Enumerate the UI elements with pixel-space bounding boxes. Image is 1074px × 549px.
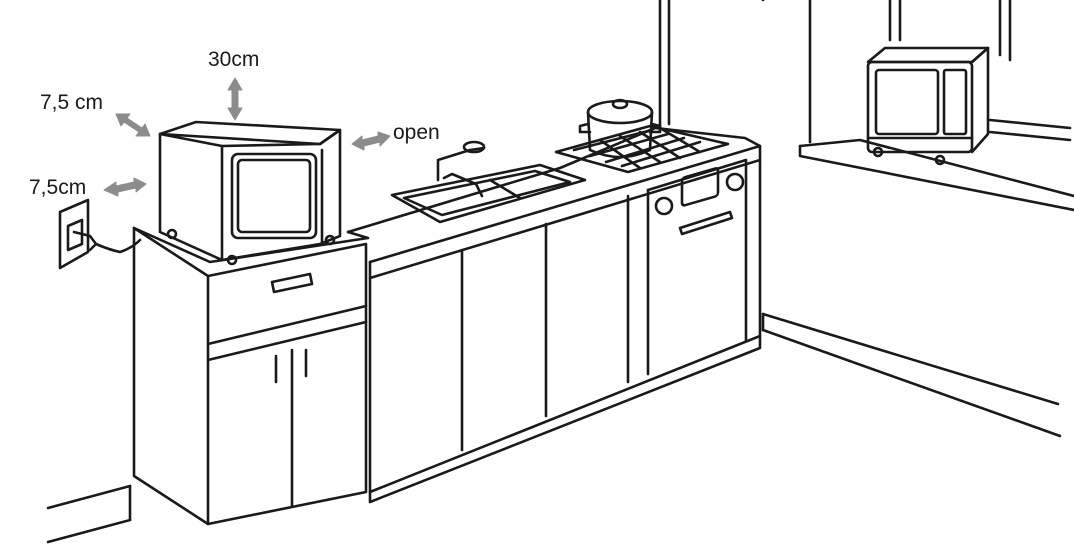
counter-top (346, 126, 762, 280)
left-side-clearance-label: 7,5cm (29, 176, 87, 199)
left-back-clearance-arrow (115, 113, 151, 137)
top-clearance-label: 30cm (208, 48, 260, 71)
microwave-oven (158, 120, 342, 266)
room-walls (46, 0, 1062, 544)
right-side-open-arrow (351, 131, 391, 151)
microwave-cabinet (132, 226, 370, 526)
window (798, 0, 1074, 212)
oven-front (646, 158, 748, 342)
wall-socket (58, 198, 142, 270)
sink (390, 140, 587, 224)
top-clearance-arrow (227, 77, 243, 121)
hob (554, 124, 730, 174)
cooking-pot (578, 98, 662, 159)
left-side-clearance-arrow (103, 177, 147, 197)
left-back-clearance-label: 7,5 cm (40, 91, 104, 114)
window-appliance (866, 46, 990, 166)
base-cabinets (368, 158, 762, 504)
right-side-open-label: open (393, 121, 440, 144)
clearance-arrows (103, 77, 391, 197)
